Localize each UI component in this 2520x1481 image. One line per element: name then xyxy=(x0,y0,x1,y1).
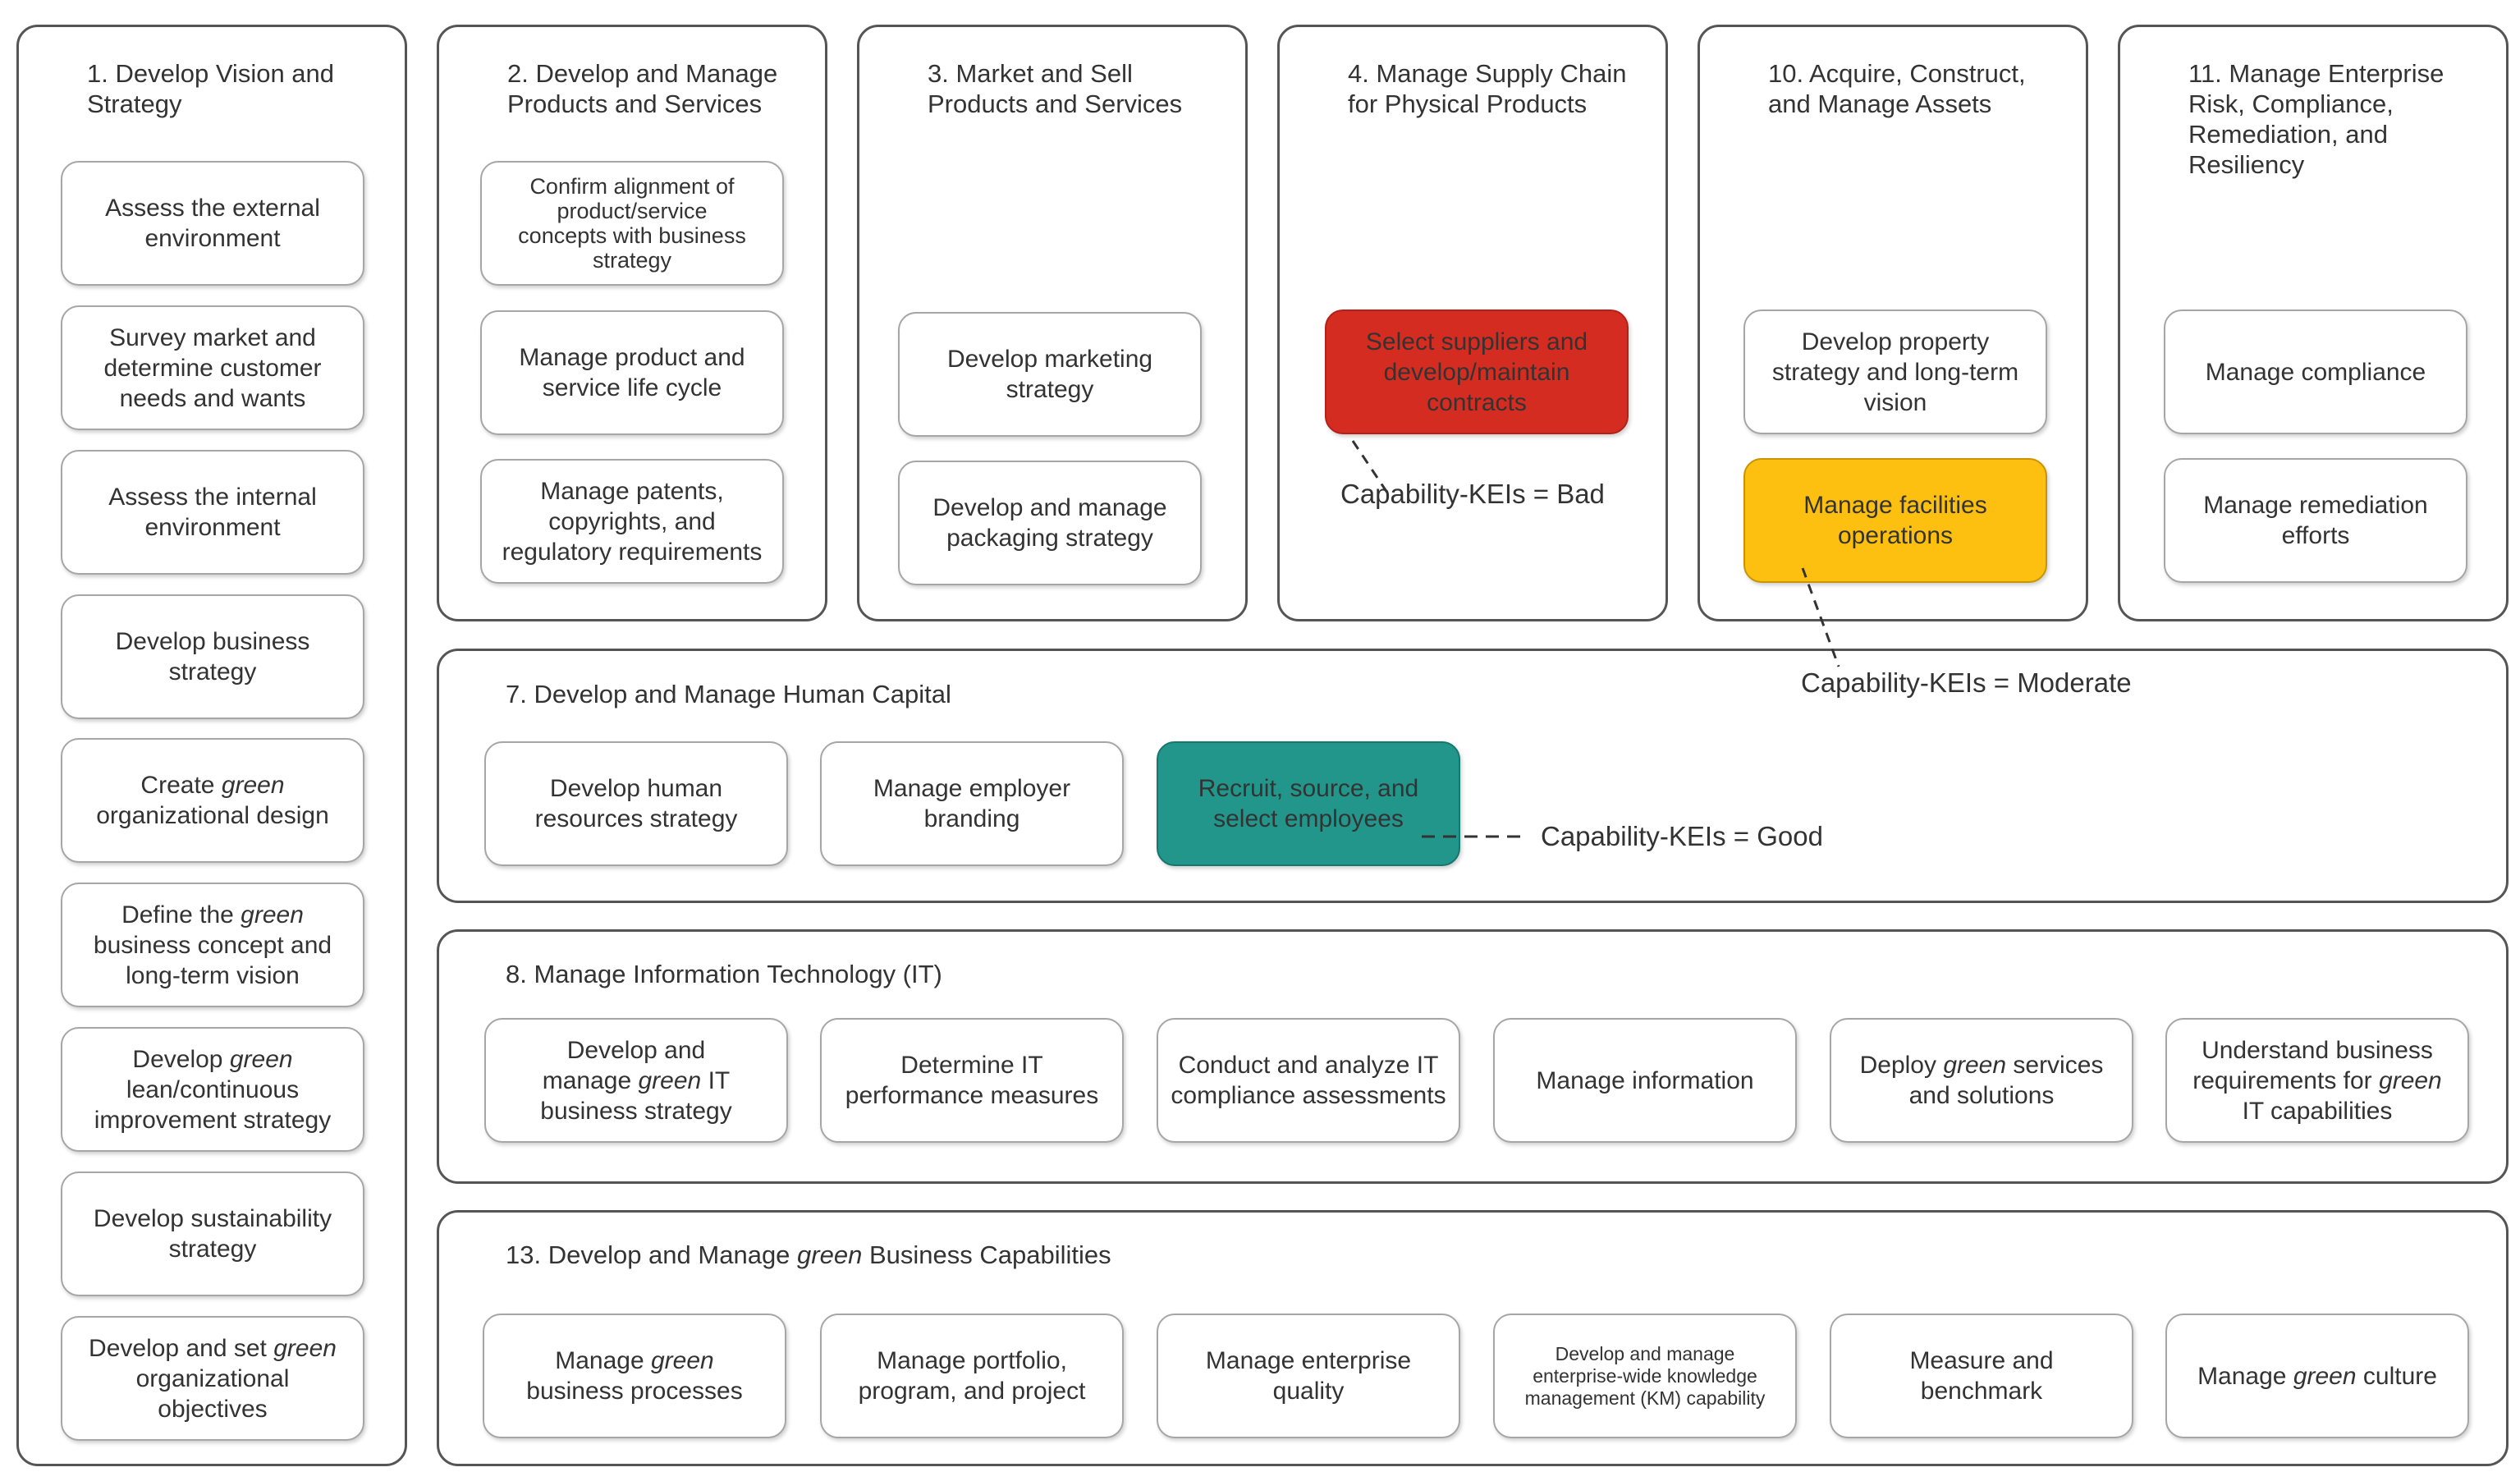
activity-label: Manage compliance xyxy=(2205,358,2426,386)
activity-box[interactable]: Manage compliance xyxy=(2164,309,2467,434)
activity-box[interactable]: Manage green business processes xyxy=(483,1314,786,1438)
activity-label: Assess the internal environment xyxy=(108,484,317,541)
activity-box[interactable]: Develop and set green organizational obj… xyxy=(61,1316,364,1441)
activity-box[interactable]: Develop human resources strategy xyxy=(484,741,788,866)
activity-box[interactable]: Manage patents, copyrights, and regulato… xyxy=(480,459,784,584)
activity-box[interactable]: Develop marketing strategy xyxy=(898,312,1202,437)
activity-box[interactable]: Manage remediation efforts xyxy=(2164,458,2467,583)
activity-box[interactable]: Measure and benchmark xyxy=(1830,1314,2133,1438)
activity-box[interactable]: Create green organizational design xyxy=(61,738,364,863)
activity-label: Understand business requirements for gre… xyxy=(2192,1036,2442,1125)
activity-label: Develop marketing strategy xyxy=(946,346,1153,403)
activity-box[interactable]: Conduct and analyze IT compliance assess… xyxy=(1157,1018,1460,1143)
activity-box[interactable]: Develop property strategy and long-term … xyxy=(1743,309,2047,434)
activity-label: Survey market and determine customer nee… xyxy=(103,323,322,412)
activity-box[interactable]: Understand business requirements for gre… xyxy=(2165,1018,2469,1143)
annotation-kei-good: Capability-KEIs = Good xyxy=(1541,821,1823,851)
activity-label: Manage employer branding xyxy=(873,775,1071,832)
activity-box[interactable]: Manage green culture xyxy=(2165,1314,2469,1438)
activity-box[interactable]: Define the green business concept and lo… xyxy=(61,883,364,1007)
activity-label: Develop and manage green IT business str… xyxy=(540,1036,732,1125)
activity-label: Manage enterprise quality xyxy=(1205,1347,1412,1405)
activity-label: Develop property strategy and long-term … xyxy=(1771,328,2019,416)
activity-label: Assess the external environment xyxy=(105,195,320,252)
activity-box-kei-bad[interactable]: Select suppliers and develop/maintain co… xyxy=(1325,309,1629,434)
activity-box[interactable]: Assess the external environment xyxy=(61,161,364,286)
activity-box[interactable]: Manage portfolio, program, and project xyxy=(820,1314,1124,1438)
activity-label: Manage information xyxy=(1536,1066,1754,1094)
activity-box[interactable]: Develop green lean/continuous improvemen… xyxy=(61,1027,364,1152)
group-title: 7. Develop and Manage Human Capital xyxy=(506,680,951,708)
activity-box[interactable]: Develop business strategy xyxy=(61,594,364,719)
activity-label: Develop and set green organizational obj… xyxy=(89,1334,337,1423)
activity-label: Manage green business processes xyxy=(526,1347,743,1405)
annotation-kei-moderate: Capability-KEIs = Moderate xyxy=(1801,667,2132,698)
activity-label: Recruit, source, and select employees xyxy=(1198,775,1419,832)
activity-label: Manage remediation efforts xyxy=(2203,492,2428,549)
activity-box-kei-good[interactable]: Recruit, source, and select employees xyxy=(1157,741,1460,866)
activity-label: Manage patents, copyrights, and regulato… xyxy=(502,477,763,566)
activity-label: Measure and benchmark xyxy=(1909,1347,2054,1405)
activity-box[interactable]: Develop and manage packaging strategy xyxy=(898,461,1202,585)
activity-label: Deploy green services and solutions xyxy=(1859,1052,2104,1109)
activity-label: Select suppliers and develop/maintain co… xyxy=(1365,328,1588,416)
group-title: 13. Develop and Manage green Business Ca… xyxy=(506,1240,1111,1269)
annotation-kei-bad: Capability-KEIs = Bad xyxy=(1340,479,1605,509)
activity-label: Manage portfolio, program, and project xyxy=(858,1347,1086,1405)
group-title: 1. Develop Vision and Strategy xyxy=(87,59,335,118)
activity-box[interactable]: Assess the internal environment xyxy=(61,450,364,575)
activity-label: Develop sustainability strategy xyxy=(93,1205,332,1263)
activity-box[interactable]: Confirm alignment of product/service con… xyxy=(480,161,784,286)
activity-label: Conduct and analyze IT compliance assess… xyxy=(1171,1052,1446,1109)
activity-label: Define the green business concept and lo… xyxy=(93,901,332,989)
activity-label: Create green organizational design xyxy=(96,772,329,829)
activity-box[interactable]: Survey market and determine customer nee… xyxy=(61,305,364,430)
activity-box[interactable]: Develop sustainability strategy xyxy=(61,1172,364,1296)
activity-box-kei-moderate[interactable]: Manage facilities operations xyxy=(1743,458,2047,583)
activity-label: Manage green culture xyxy=(2197,1362,2437,1390)
activity-box[interactable]: Manage employer branding xyxy=(820,741,1124,866)
group-title: 8. Manage Information Technology (IT) xyxy=(506,960,942,988)
activity-box[interactable]: Manage information xyxy=(1493,1018,1797,1143)
activity-label: Manage product and service life cycle xyxy=(519,344,745,401)
group-title: 4. Manage Supply Chain for Physical Prod… xyxy=(1348,59,1627,118)
activity-label: Develop human resources strategy xyxy=(534,775,738,832)
activity-box[interactable]: Manage product and service life cycle xyxy=(480,310,784,435)
activity-box[interactable]: Determine IT performance measures xyxy=(820,1018,1124,1143)
activity-box[interactable]: Deploy green services and solutions xyxy=(1830,1018,2133,1143)
activity-label: Develop and manage packaging strategy xyxy=(932,494,1167,552)
group-title: 3. Market and Sell Products and Services xyxy=(928,59,1183,118)
activity-label: Determine IT performance measures xyxy=(845,1052,1099,1109)
activity-label: Manage facilities operations xyxy=(1803,492,1987,549)
activity-label: Confirm alignment of product/service con… xyxy=(518,174,746,273)
group-title: 11. Manage Enterprise Risk, Compliance, … xyxy=(2188,59,2444,179)
activity-box[interactable]: Develop and manage green IT business str… xyxy=(484,1018,788,1143)
activity-label: Develop business strategy xyxy=(115,628,310,685)
group-title: 10. Acquire, Construct, and Manage Asset… xyxy=(1768,59,2026,118)
activity-box[interactable]: Develop and manage enterprise-wide knowl… xyxy=(1493,1314,1797,1438)
activity-label: Develop green lean/continuous improvemen… xyxy=(94,1045,332,1134)
group-title: 2. Develop and Manage Products and Servi… xyxy=(507,59,778,118)
activity-box[interactable]: Manage enterprise quality xyxy=(1157,1314,1460,1438)
activity-label: Develop and manage enterprise-wide knowl… xyxy=(1524,1342,1766,1409)
